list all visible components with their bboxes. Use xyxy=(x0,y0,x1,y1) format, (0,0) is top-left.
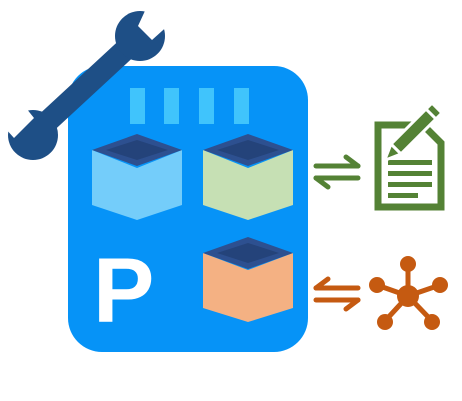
cube-blue xyxy=(92,134,182,220)
cube-green xyxy=(203,134,293,220)
cube-orange xyxy=(203,237,293,322)
bidirectional-arrows-icon xyxy=(313,276,361,312)
slot-row xyxy=(130,88,249,124)
network-hub-icon xyxy=(369,256,448,330)
bidirectional-arrows-icon xyxy=(313,154,361,190)
panel-letter: P xyxy=(93,240,154,342)
slot xyxy=(234,88,249,124)
slot xyxy=(130,88,145,124)
document-edit-icon xyxy=(374,102,445,211)
slot xyxy=(199,88,214,124)
wrench-icon xyxy=(0,0,172,160)
slot xyxy=(164,88,179,124)
